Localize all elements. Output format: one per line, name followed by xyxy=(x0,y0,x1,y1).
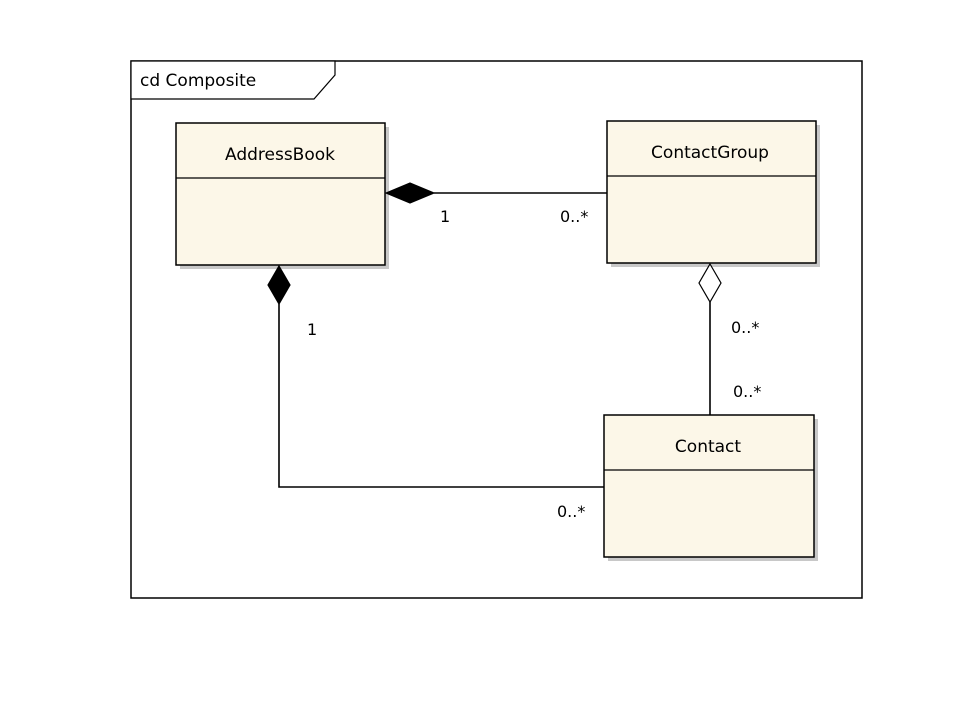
multiplicity-label: 1 xyxy=(307,320,317,339)
aggregation-diamond xyxy=(698,262,722,304)
multiplicity-label: 0..* xyxy=(557,502,585,521)
class-box xyxy=(606,120,817,264)
class-box xyxy=(175,122,386,266)
multiplicity-label: 1 xyxy=(440,207,450,226)
class-contactgroup[interactable]: ContactGroup xyxy=(606,120,820,267)
class-name: ContactGroup xyxy=(651,143,769,163)
multiplicity-label: 0..* xyxy=(733,382,761,401)
frame-name-tab xyxy=(130,60,336,100)
multiplicity-label: 0..* xyxy=(560,207,588,226)
frame-title: cd Composite xyxy=(140,71,256,91)
composition-diamond-down xyxy=(267,264,291,306)
multiplicity-label: 0..* xyxy=(731,318,759,337)
class-contact[interactable]: Contact xyxy=(603,414,818,561)
class-name: Contact xyxy=(675,437,741,457)
association-line-addressbook-contact xyxy=(278,304,604,488)
composition-diamond-right xyxy=(384,182,436,204)
class-addressbook[interactable]: AddressBook xyxy=(175,122,389,269)
class-name: AddressBook xyxy=(225,145,335,165)
class-box xyxy=(603,414,815,558)
